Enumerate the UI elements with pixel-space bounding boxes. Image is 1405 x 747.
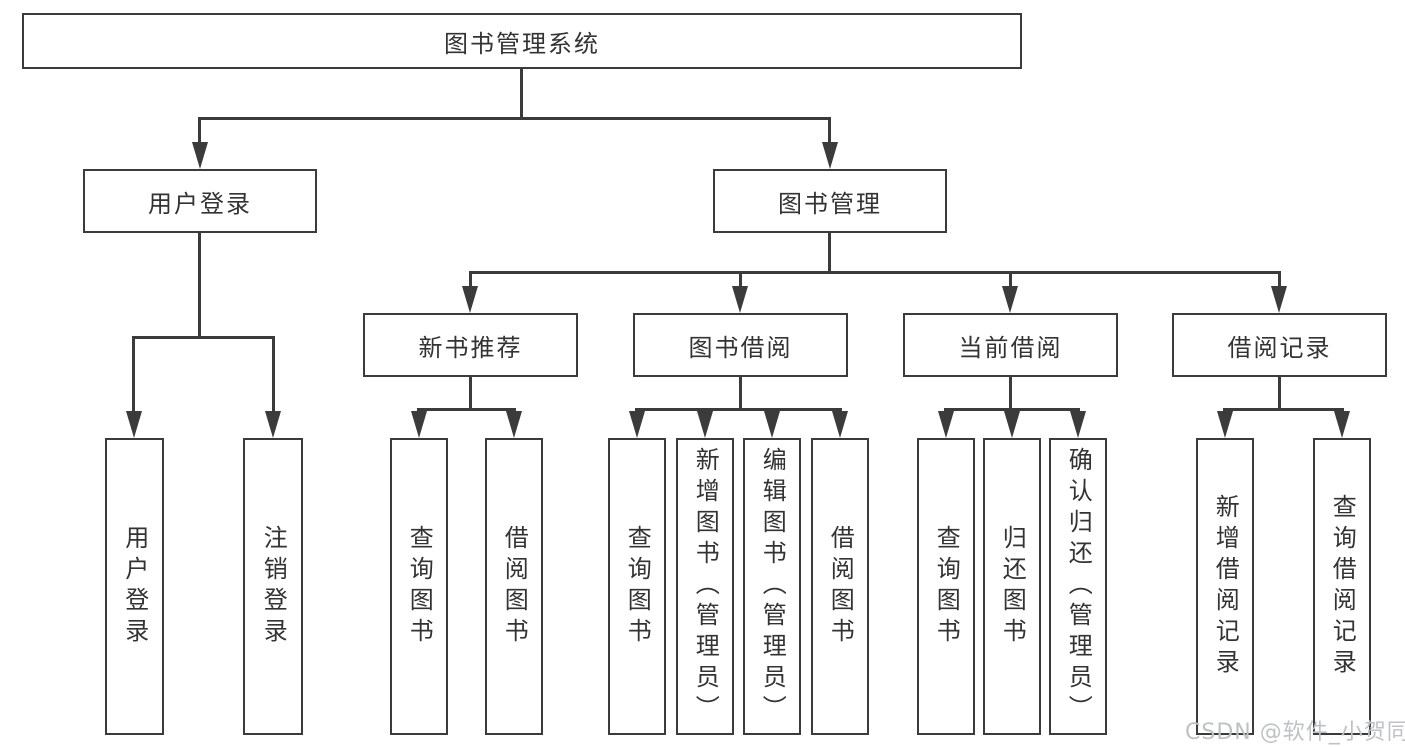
node-user-login-label: 用户登录 [148,189,252,218]
node-book-borrow-label: 图书借阅 [688,333,793,362]
node-current-borrow: 当前借阅 [903,313,1118,377]
connector-new-book-bar [417,408,516,411]
arrow-leaf-user-login [126,411,142,438]
connector-current-borrow-stem [1009,377,1012,409]
leaf-borrow-books-borrow: 借阅图书 [811,438,869,735]
connector-book-borrow-stem [739,377,742,409]
node-book-borrow: 图书借阅 [633,313,848,377]
node-borrow-records: 借阅记录 [1172,313,1387,377]
leaf-confirm-return-admin-label: 确认归还（管理员） [1064,447,1093,726]
arrow-leaf-logout [265,411,281,438]
arrow-g5-add-record [1217,411,1233,438]
node-root-label: 图书管理系统 [444,29,600,58]
leaf-query-books-recommend-label: 查询图书 [405,524,434,649]
connector-level1-bar [198,117,831,120]
connector-user-login-stem [198,233,201,338]
leaf-return-book: 归还图书 [983,438,1041,735]
leaf-confirm-return-admin: 确认归还（管理员） [1049,438,1107,735]
leaf-query-books-borrow-label: 查询图书 [623,524,652,649]
connector-book-borrow-bar [635,408,842,411]
connector-leaf-logout-drop [272,339,275,412]
arrow-g4-query-books [938,411,954,438]
connector-borrow-records-stem [1278,377,1281,409]
arrow-borrow-record [1271,286,1287,313]
leaf-add-borrow-record-label: 新增借阅记录 [1211,493,1240,680]
leaf-edit-book-admin: 编辑图书（管理员） [743,438,801,735]
connector-book-mgmt-stem [828,233,831,273]
node-root: 图书管理系统 [22,13,1022,69]
arrow-book-mgmt [822,142,838,169]
node-book-management-label: 图书管理 [778,189,882,218]
connector-book-borrow-drop [739,274,742,288]
leaf-query-borrow-record-label: 查询借阅记录 [1328,493,1357,680]
node-user-login: 用户登录 [83,169,317,233]
leaf-logout: 注销登录 [243,438,303,735]
leaf-borrow-books-borrow-label: 借阅图书 [826,524,855,649]
node-current-borrow-label: 当前借阅 [958,333,1063,362]
arrow-current-borrow [1002,286,1018,313]
arrow-g4-confirm-return [1070,411,1086,438]
connector-level2-bar [469,271,1281,274]
connector-borrow-records-bar [1223,408,1344,411]
leaf-query-borrow-record: 查询借阅记录 [1313,438,1371,735]
node-book-management: 图书管理 [713,169,947,233]
arrow-g3-query-books [629,411,645,438]
node-new-book-recommend: 新书推荐 [363,313,578,377]
arrow-g5-query-record [1334,411,1350,438]
leaf-add-book-admin-label: 新增图书（管理员） [691,447,720,726]
connector-current-borrow-bar [944,408,1080,411]
leaf-query-books-recommend: 查询图书 [390,438,448,735]
arrow-g2-borrow-books [506,411,522,438]
arrow-g2-query-books [411,411,427,438]
arrow-new-book [462,286,478,313]
connector-leaf-user-login-drop [132,339,135,412]
connector-user-login-drop [198,119,201,144]
leaf-logout-label: 注销登录 [259,524,288,649]
connector-current-borrow-drop [1009,274,1012,288]
leaf-user-login: 用户登录 [105,438,164,735]
arrow-g4-return-book [1004,411,1020,438]
csdn-watermark: CSDN @软件_小贺同学 [1185,720,1405,745]
arrow-g3-add-book [697,411,713,438]
node-new-book-recommend-label: 新书推荐 [418,333,523,362]
leaf-borrow-books-recommend: 借阅图书 [485,438,543,735]
arrow-user-login [192,142,208,169]
node-borrow-records-label: 借阅记录 [1227,333,1332,362]
leaf-return-book-label: 归还图书 [998,524,1027,649]
leaf-query-books-borrow: 查询图书 [608,438,666,735]
arrow-g3-borrow-books [832,411,848,438]
connector-new-book-drop [469,274,472,288]
leaf-edit-book-admin-label: 编辑图书（管理员） [758,447,787,726]
connector-borrow-record-drop [1278,274,1281,288]
leaf-add-borrow-record: 新增借阅记录 [1196,438,1254,735]
leaf-borrow-books-recommend-label: 借阅图书 [500,524,529,649]
connector-root-stem [520,69,523,119]
arrow-book-borrow [732,286,748,313]
leaf-add-book-admin: 新增图书（管理员） [676,438,734,735]
leaf-query-books-current: 查询图书 [917,438,975,735]
leaf-user-login-label: 用户登录 [120,524,149,649]
connector-user-login-bar [132,336,275,339]
connector-book-mgmt-drop [828,119,831,144]
leaf-query-books-current-label: 查询图书 [932,524,961,649]
arrow-g3-edit-book [764,411,780,438]
connector-new-book-stem [469,377,472,409]
